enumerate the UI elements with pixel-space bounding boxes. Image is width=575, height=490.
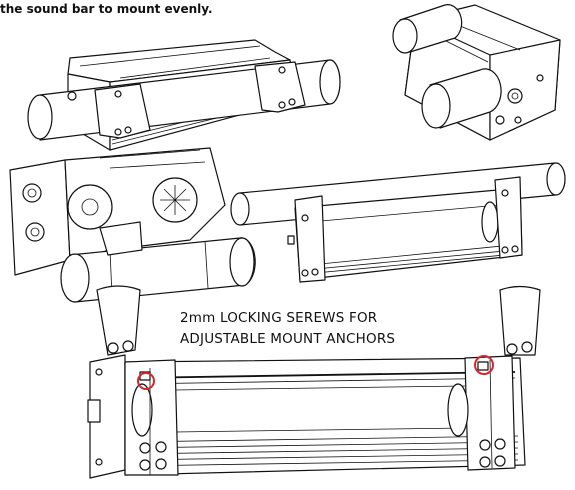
sound-bar-view-rear [9,147,256,303]
sound-bar-view-detail [87,285,541,479]
locking-screws-callout: 2mm LOCKING SEREWS FOR ADJUSTABLE MOUNT … [180,308,395,350]
callout-line-1: 2mm LOCKING SEREWS FOR [180,310,378,326]
locking-screw-left-highlight [137,372,155,390]
sound-bar-view-front [230,162,566,283]
locking-screw-right-highlight [474,355,494,375]
sound-bar-view-angled [27,39,341,151]
callout-line-2: ADJUSTABLE MOUNT ANCHORS [180,331,396,347]
instruction-caption: the sound bar to mount evenly. [0,2,213,16]
sound-bar-view-end [392,4,561,141]
